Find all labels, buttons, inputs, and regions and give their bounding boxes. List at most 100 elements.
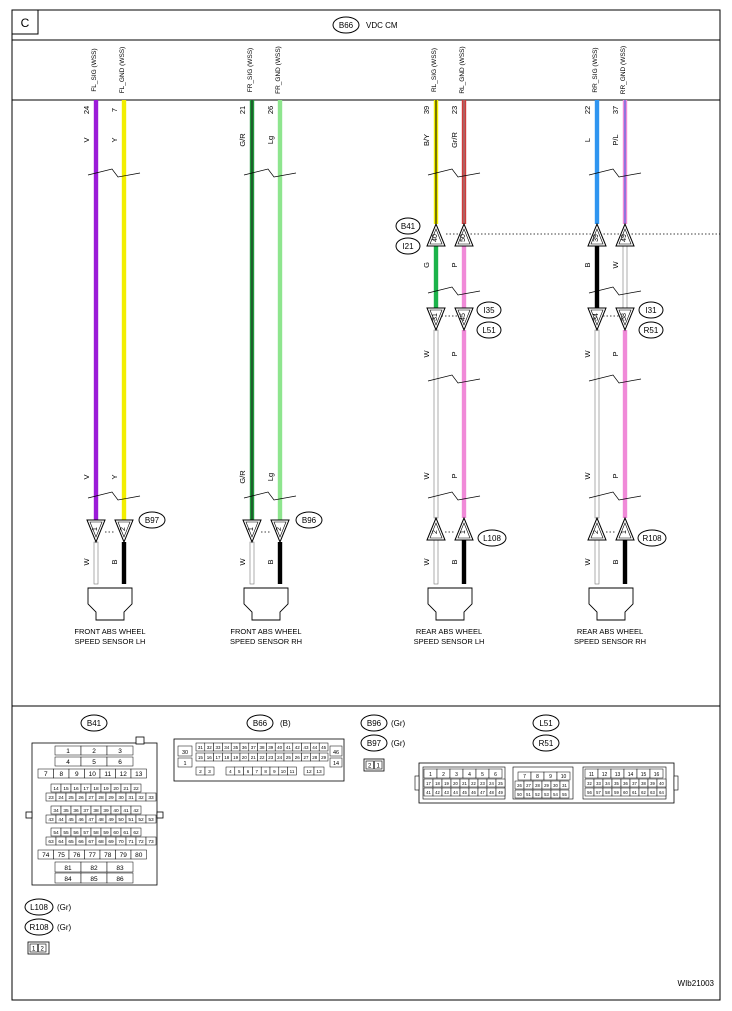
connector-view-r51-label: R51 — [539, 739, 554, 748]
sensor-lead-code-w2: B — [110, 559, 119, 564]
b41-pin-51: 51 — [128, 817, 134, 823]
l51-pin-22: 22 — [471, 781, 476, 786]
l51-cell-31 — [559, 780, 570, 790]
l51-tab-left — [414, 775, 420, 791]
b41-pin-39: 39 — [103, 808, 109, 814]
l51-pin-55: 55 — [562, 792, 567, 797]
b41-pin-24: 24 — [58, 795, 64, 801]
wire-w4 — [277, 100, 283, 520]
b97-pin-1: 1 — [377, 764, 381, 770]
sensor-terminal-w6-inner — [457, 522, 471, 539]
l51-cell-40 — [656, 778, 667, 788]
l51-pin-30: 30 — [553, 783, 558, 788]
l108-pin-2: 2 — [41, 947, 45, 953]
b41-pin-12: 12 — [120, 771, 128, 778]
junction-b41[interactable]: B41 — [395, 217, 421, 235]
l51-pin-46: 46 — [471, 790, 476, 795]
wire-upper-w7 — [594, 100, 600, 224]
b41-cell-73 — [145, 836, 157, 846]
title-connector-label: B66 — [339, 21, 354, 30]
b41-pin-69: 69 — [108, 839, 114, 845]
l51-pin-54: 54 — [553, 792, 558, 797]
sensor-connector-b97[interactable]: B97 — [138, 511, 166, 529]
b41-pin-3: 3 — [118, 748, 122, 755]
upper-color-code-w8: P/L — [611, 134, 620, 145]
connector-view-l108-r108[interactable]: L108 (Gr) R108 (Gr) 1 2 — [24, 898, 72, 955]
junction-r51[interactable]: R51 — [638, 321, 664, 339]
b66-cell-45 — [318, 742, 329, 752]
b66-pin-45: 45 — [321, 745, 327, 750]
lower-color-code-w8: P — [611, 351, 620, 356]
b41-pin-86: 86 — [116, 876, 124, 883]
connector-view-b97-note: (Gr) — [391, 739, 406, 748]
sensor-connector-r108[interactable]: R108 — [637, 529, 667, 547]
b41-pin-6: 6 — [118, 759, 122, 766]
wire-layer — [93, 100, 628, 585]
lower-color-code-w4: Lg — [266, 473, 275, 481]
lower-color-code-w6: P — [450, 351, 459, 356]
b66-pin-27: 27 — [303, 755, 309, 760]
junction-b41-label: B41 — [401, 222, 416, 231]
break-mark-lower-0 — [87, 491, 141, 501]
b41-pin-18: 18 — [93, 786, 99, 792]
b41-pin-7: 7 — [44, 771, 48, 778]
l51-cell-25 — [495, 778, 506, 788]
i35-terminal-w8-pin: 58 — [621, 313, 628, 321]
b41-pin-29: 29 — [108, 795, 114, 801]
l51-pin-21: 21 — [462, 781, 467, 786]
l51-pin-24: 24 — [489, 781, 494, 786]
signal-label-w4: FR_GND (WSS) — [275, 46, 282, 94]
l51-pin-40: 40 — [659, 781, 664, 786]
l51-pin-12: 12 — [602, 772, 608, 778]
b41-pin-21: 21 — [123, 786, 129, 792]
b66-pin-26: 26 — [295, 755, 301, 760]
junction-i35[interactable]: I35 — [476, 301, 502, 319]
l51-pin-56: 56 — [587, 790, 592, 795]
l51-pin-53: 53 — [544, 792, 549, 797]
sensor-4-line2: SPEED SENSOR RH — [574, 637, 646, 646]
wire-mid-w6 — [461, 246, 467, 308]
b66-pin-2: 2 — [199, 769, 202, 775]
sensor-lead-w7 — [594, 539, 600, 585]
b41-pin-15: 15 — [63, 786, 69, 792]
connector-view-b96-b97[interactable]: B96 (Gr) B97 (Gr) 2 1 — [360, 714, 406, 772]
break-mark-mid-3 — [588, 286, 642, 296]
b66-pin-32: 32 — [207, 745, 213, 750]
junction-l51[interactable]: L51 — [476, 321, 502, 339]
b41-pin-41: 41 — [123, 808, 129, 814]
signal-label-w7: RR_SIG (WSS) — [592, 47, 599, 92]
l51-pin-50: 50 — [517, 792, 522, 797]
l51-pin-61: 61 — [632, 790, 637, 795]
title-connector-oval[interactable] — [332, 16, 360, 34]
break-mark-lower-2 — [427, 491, 481, 501]
i35-terminal-w5-pin: 31 — [432, 313, 439, 321]
wire-lower-w6 — [461, 330, 467, 518]
b41-pin-48: 48 — [98, 817, 104, 823]
b41-pin-22: 22 — [133, 786, 139, 792]
break-mark-upper-1 — [243, 168, 297, 178]
b66-pin-41: 41 — [286, 745, 292, 750]
l51-pin-64: 64 — [659, 790, 664, 795]
l51-pin-3: 3 — [455, 772, 458, 778]
junction-i21[interactable]: I21 — [395, 237, 421, 255]
b66-pin-12: 12 — [306, 769, 312, 775]
i35-terminal-w6-inner — [457, 309, 471, 326]
b66-pin-33: 33 — [215, 745, 221, 750]
b66-pin-25: 25 — [286, 755, 292, 760]
b41-pin-43: 43 — [48, 817, 54, 823]
b41-pin-49: 49 — [108, 817, 114, 823]
junction-i31[interactable]: I31 — [638, 301, 664, 319]
sensor-lead-w4 — [277, 542, 283, 584]
sensor-terminal-w8-pin: 1 — [621, 530, 628, 534]
sensor-connector-l108[interactable]: L108 — [477, 529, 507, 547]
lower-color-code-w2: Y — [110, 474, 119, 479]
b66-pin-30: 30 — [182, 750, 188, 756]
sensor-connector-b96[interactable]: B96 — [295, 511, 323, 529]
break-mark-upper-3 — [588, 168, 642, 178]
b41-pin-37: 37 — [83, 808, 89, 814]
break-mark-mid-2 — [427, 286, 481, 296]
sensor-terminal-w6-pin: 1 — [460, 530, 467, 534]
